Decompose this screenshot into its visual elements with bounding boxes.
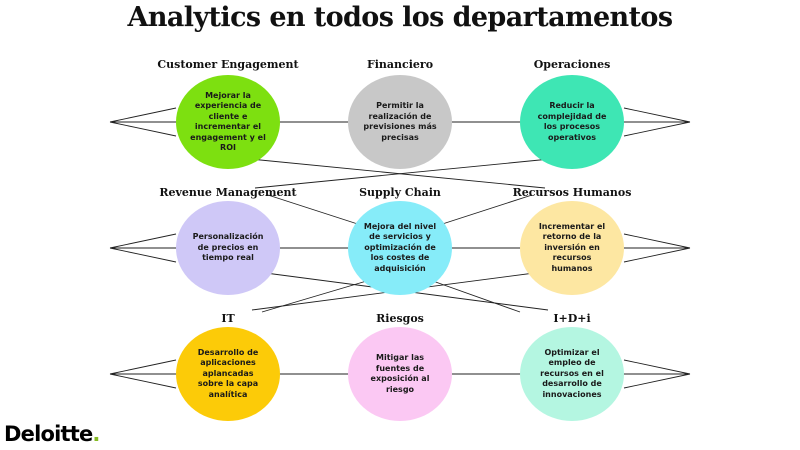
connector-line [623, 359, 691, 375]
dept-description-operaciones: Reducir la complejidad de los procesos o… [537, 101, 607, 142]
dept-circle-financiero: Permitir la realización de previsiones m… [348, 75, 452, 169]
dept-circle-supply-chain: Mejora del nivel de servicios y optimiza… [348, 201, 452, 295]
dept-description-it: Desarrollo de aplicaciones aplancadas so… [197, 347, 259, 399]
dept-description-supply-chain: Mejora del nivel de servicios y optimiza… [363, 221, 437, 273]
dept-label-customer-engagement: Customer Engagement [157, 58, 299, 71]
connector-line [254, 157, 561, 189]
dept-description-financiero: Permitir la realización de previsiones m… [363, 101, 437, 142]
connector-line [109, 373, 177, 389]
connector-line [429, 279, 521, 313]
connector-line [267, 194, 371, 229]
dept-label-revenue-management: Revenue Management [159, 186, 297, 199]
dept-label-riesgos: Riesgos [376, 312, 424, 325]
connector-line [109, 233, 177, 249]
connector-line [623, 247, 691, 263]
connector-line [239, 157, 546, 189]
dept-circle-customer-engagement: Mejorar la experiencia de cliente e incr… [176, 75, 280, 169]
connector-line [109, 359, 177, 375]
dept-circle-it: Desarrollo de aplicaciones aplancadas so… [176, 327, 280, 421]
dept-description-recursos-humanos: Incrementar el retorno de la inversión e… [538, 221, 606, 273]
dept-description-idi: Optimizar el empleo de recursos en el de… [540, 347, 604, 399]
dept-description-revenue-management: Personalización de precios en tiempo rea… [192, 232, 264, 263]
dept-circle-riesgos: Mitigar las fuentes de exposición al rie… [348, 327, 452, 421]
connector-line [109, 247, 177, 263]
dept-circle-operaciones: Reducir la complejidad de los procesos o… [520, 75, 624, 169]
dept-label-supply-chain: Supply Chain [359, 186, 441, 199]
connector-line [109, 121, 177, 137]
dept-circle-recursos-humanos: Incrementar el retorno de la inversión e… [520, 201, 624, 295]
connector-line [429, 194, 533, 229]
dept-description-riesgos: Mitigar las fuentes de exposición al rie… [370, 353, 430, 394]
dept-label-recursos-humanos: Recursos Humanos [512, 186, 632, 199]
dept-label-idi: I+D+i [553, 312, 591, 325]
dept-label-financiero: Financiero [366, 58, 434, 71]
dept-label-it: IT [221, 312, 235, 325]
dept-circle-revenue-management: Personalización de precios en tiempo rea… [176, 201, 280, 295]
dept-description-customer-engagement: Mejorar la experiencia de cliente e incr… [190, 90, 266, 153]
logo-dot: . [92, 422, 100, 446]
connector-line [623, 373, 691, 389]
logo-text: Deloitte [4, 422, 93, 446]
deloitte-logo: Deloitte. [4, 422, 100, 446]
dept-label-operaciones: Operaciones [533, 58, 611, 71]
connector-line [623, 107, 691, 123]
connector-line [623, 233, 691, 249]
dept-circle-idi: Optimizar el empleo de recursos en el de… [520, 327, 624, 421]
connector-line [109, 107, 177, 123]
connector-line [623, 121, 691, 137]
connector-line [261, 279, 371, 313]
page-title: Analytics en todos los departamentos [127, 2, 674, 33]
